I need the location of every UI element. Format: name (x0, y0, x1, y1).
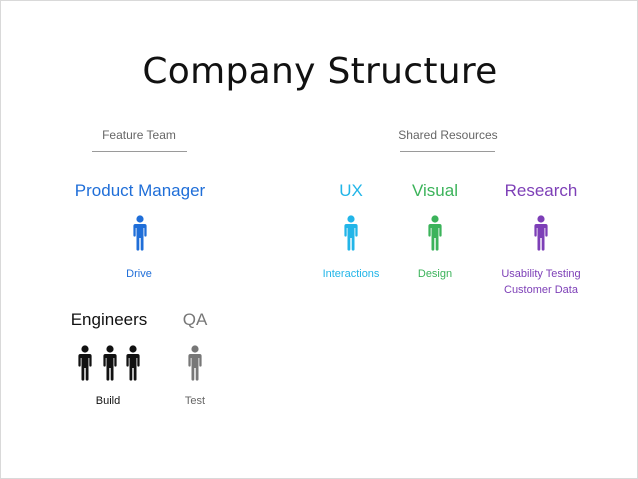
role-research: Research (504, 181, 578, 200)
task-customer-data: Customer Data (504, 284, 578, 296)
section-heading-feature-team: Feature Team (102, 128, 176, 142)
task-test: Test (184, 395, 206, 407)
page-title: Company Structure (142, 51, 498, 92)
person-icon (78, 345, 92, 381)
task-usability-testing: Usability Testing (501, 268, 581, 280)
task-drive: Drive (126, 268, 152, 280)
person-icon (133, 215, 147, 251)
person-icon (188, 345, 202, 381)
divider (400, 151, 495, 152)
person-icon (344, 215, 358, 251)
task-build: Build (95, 395, 121, 407)
person-icon (126, 345, 140, 381)
person-icon (103, 345, 117, 381)
task-interactions: Interactions (322, 268, 380, 280)
role-product-manager: Product Manager (74, 181, 206, 200)
person-icon (534, 215, 548, 251)
role-visual: Visual (412, 181, 458, 200)
role-ux: UX (339, 181, 363, 200)
role-engineers: Engineers (70, 310, 148, 329)
divider (92, 151, 187, 152)
role-qa: QA (182, 310, 208, 329)
section-heading-shared-resources: Shared Resources (398, 128, 498, 142)
task-design: Design (417, 268, 453, 280)
task-research: Usability Testing Customer Data (481, 266, 601, 298)
person-icon (428, 215, 442, 251)
